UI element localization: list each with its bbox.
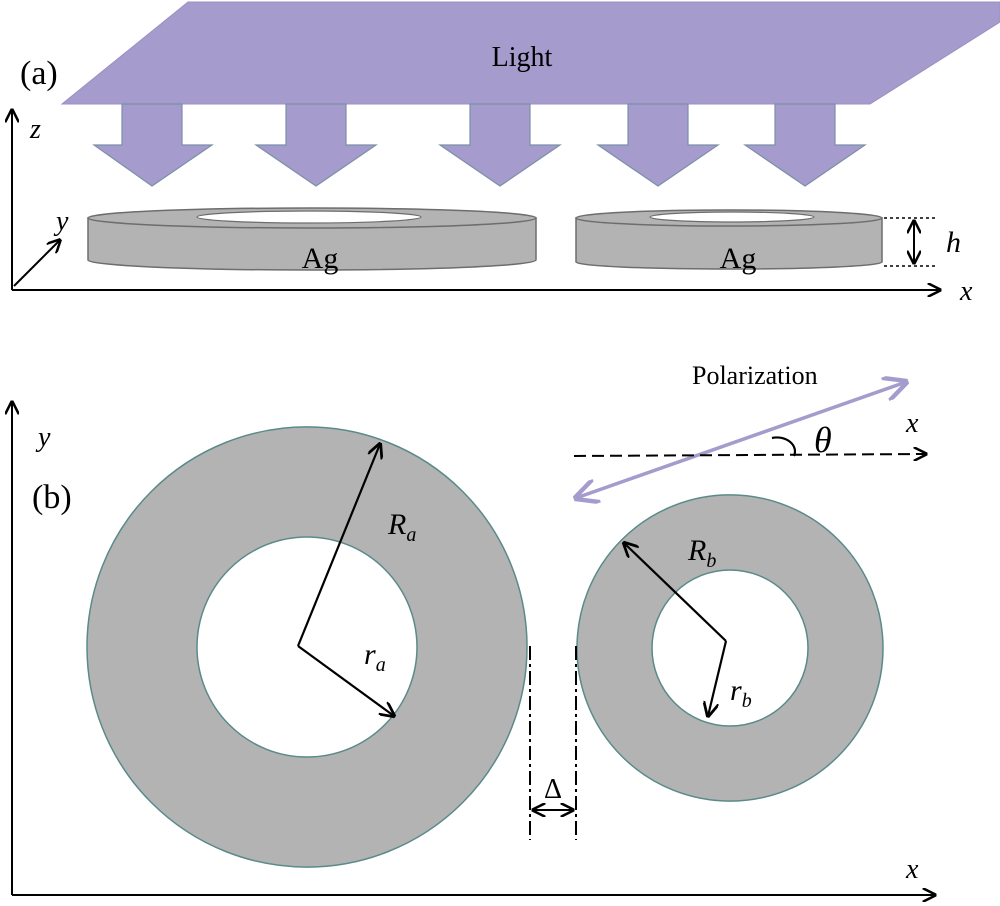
ag-ring-right: Ag	[575, 209, 883, 275]
polarization-indicator: Polarization x θ	[574, 361, 926, 498]
gap-indicator: Δ	[529, 646, 577, 840]
ring-a: Ra ra	[86, 426, 528, 868]
b-axis-y-label: y	[35, 422, 51, 453]
panel-a: Light z y x (a) Ag Ag	[12, 1, 1000, 307]
light-arrow	[254, 103, 378, 187]
reference-x-axis	[573, 454, 926, 456]
panel-a-tag: (a)	[20, 55, 58, 92]
axis-z-label: z	[29, 114, 41, 145]
panel-b-tag: (b)	[32, 479, 72, 516]
ring-left-label: Ag	[302, 242, 339, 275]
ag-ring-left: Ag	[87, 207, 537, 275]
ring-b: Rb rb	[576, 494, 884, 802]
polarization-arrow	[576, 382, 906, 498]
ring-b-inner-label: rb	[730, 674, 752, 712]
light-arrow	[92, 103, 214, 187]
height-indicator: h	[884, 217, 961, 267]
pol-axis-x-label: x	[905, 408, 919, 439]
height-label: h	[946, 226, 961, 259]
ring-right-label: Ag	[720, 242, 757, 275]
ring-b-outer-radius	[624, 543, 727, 642]
light-arrow	[743, 103, 867, 187]
light-sheet	[60, 1, 1000, 105]
light-label: Light	[492, 42, 553, 73]
ring-b-outer-label: Rb	[687, 534, 716, 572]
y-axis	[13, 240, 60, 287]
light-arrow	[438, 103, 562, 187]
light-arrow	[596, 103, 720, 187]
ring-a-outer-label: Ra	[387, 508, 416, 546]
theta-label: θ	[814, 420, 832, 460]
axis-y-label: y	[53, 206, 69, 237]
ring-a-inner-radius	[297, 645, 394, 716]
ring-a-inner-label: ra	[364, 638, 386, 676]
axis-x-label: x	[959, 276, 973, 307]
b-axis-x-label: x	[905, 854, 919, 885]
ring-a-outer-radius	[296, 444, 380, 647]
light-arrows	[92, 103, 867, 187]
ring-b-inner-radius	[708, 640, 728, 716]
panel-b: y x (b) Ra ra Rb rb Δ Polarization	[12, 361, 935, 895]
polarization-label: Polarization	[692, 361, 818, 390]
theta-arc	[771, 436, 797, 457]
gap-label: Δ	[544, 774, 562, 805]
